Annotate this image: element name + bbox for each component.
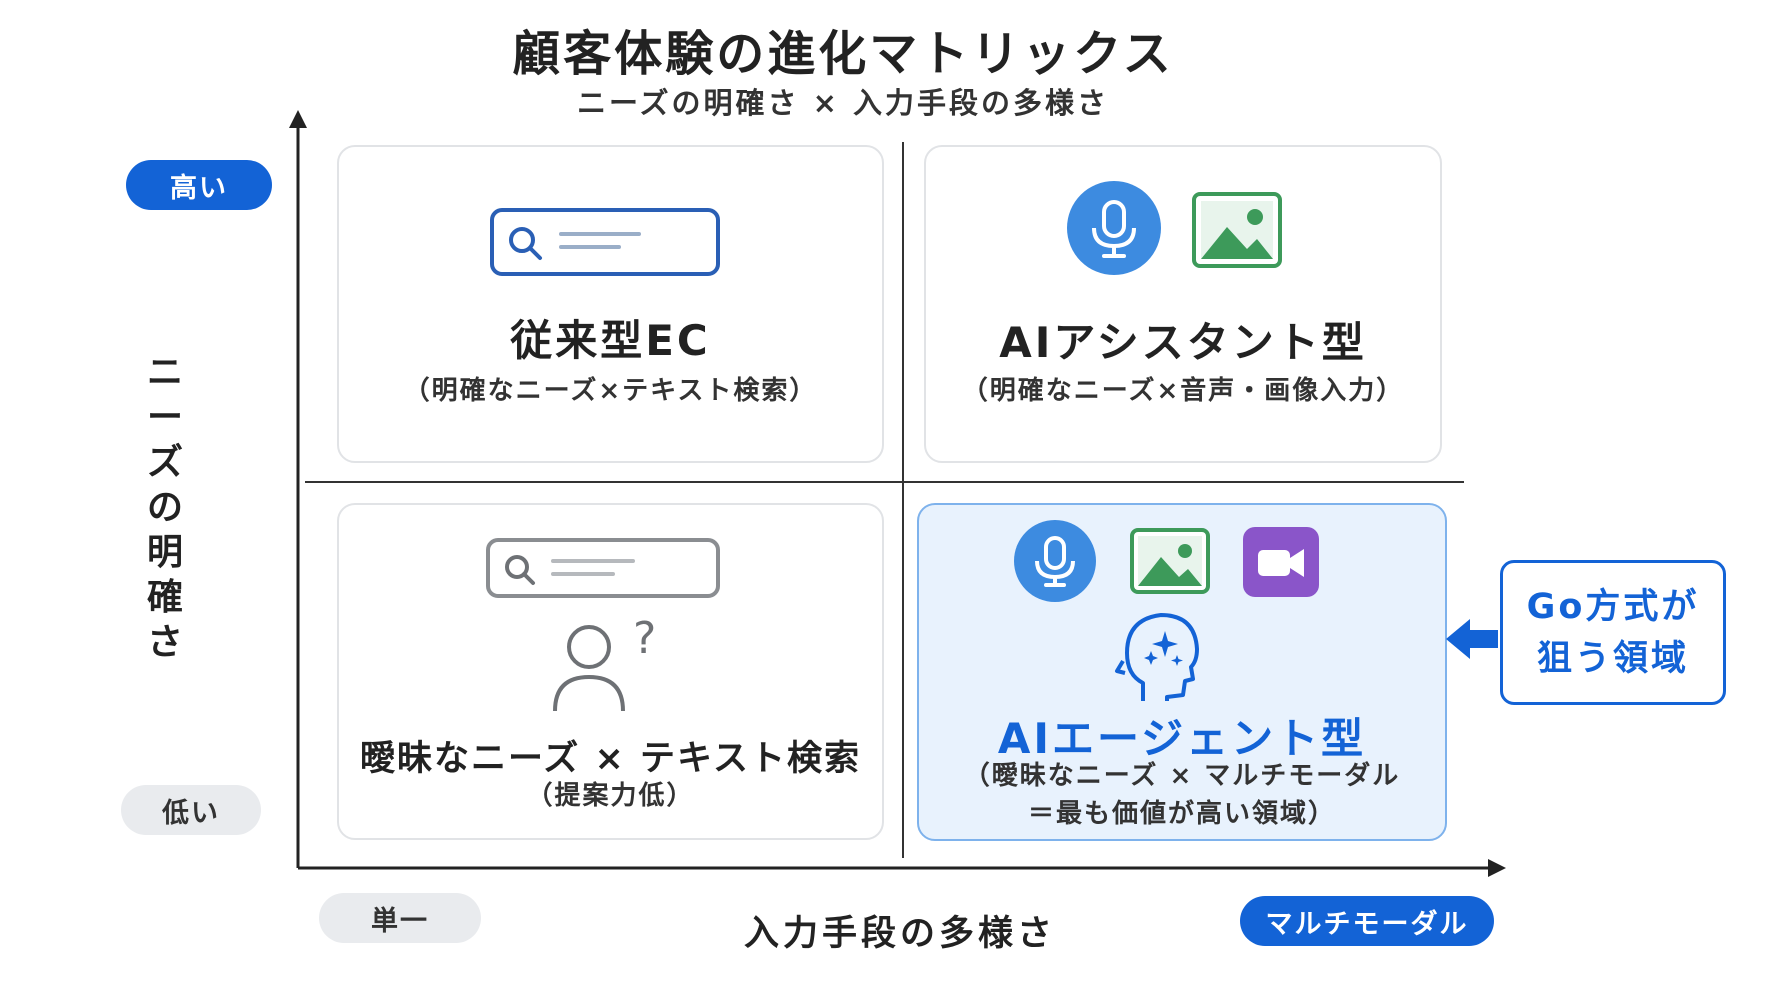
quadrant-description: （提案力低） — [526, 781, 695, 811]
page-title: 顧客体験の進化マトリックス — [512, 26, 1174, 82]
page-subtitle: ニーズの明確さ × 入力手段の多様さ — [576, 86, 1110, 120]
quadrant-title: AIエージェント型 — [997, 714, 1367, 763]
quadrant-description-line2: ＝最も価値が高い領域） — [1027, 799, 1336, 829]
search-bar-icon — [490, 208, 720, 276]
quadrant-description-line1: （曖昧なニーズ × マルチモーダル — [963, 761, 1401, 791]
search-bar-icon — [486, 538, 720, 598]
microphone-icon — [1014, 520, 1096, 602]
callout-line1: Go方式が — [1526, 586, 1700, 627]
y-axis-label-char: 明 — [146, 532, 183, 573]
y-axis-label-char: ー — [146, 397, 183, 438]
quadrant-description: （明確なニーズ×音声・画像入力） — [961, 376, 1405, 406]
x-axis-low-badge: 単一 — [319, 893, 481, 943]
callout-line2: 狙う領域 — [1536, 638, 1689, 679]
ai-head-icon — [1115, 613, 1199, 701]
quadrant-title: AIアシスタント型 — [999, 318, 1367, 367]
x-axis-label: 入力手段の多様さ — [743, 914, 1056, 954]
image-icon — [1192, 192, 1282, 268]
quadrant-description: （明確なニーズ×テキスト検索） — [403, 376, 818, 406]
x-axis-high-badge: マルチモーダル — [1240, 896, 1494, 946]
y-axis-low-badge: 低い — [121, 785, 261, 835]
arrow-left-icon — [1446, 619, 1498, 659]
quadrant-title: 曖昧なニーズ × テキスト検索 — [360, 739, 861, 779]
quadrant-ai-assistant: AIアシスタント型 （明確なニーズ×音声・画像入力） — [924, 145, 1442, 463]
y-axis-label-char: の — [146, 487, 183, 528]
quadrant-traditional-ec: 従来型EC （明確なニーズ×テキスト検索） — [337, 145, 884, 463]
y-axis-label-char: 確 — [146, 577, 183, 618]
y-axis-high-badge: 高い — [126, 160, 272, 210]
y-axis-label-char: ニ — [146, 352, 183, 393]
target-area-callout: Go方式が 狙う領域 — [1500, 560, 1726, 705]
image-icon — [1130, 528, 1210, 594]
quadrant-title: 従来型EC — [510, 316, 711, 365]
video-icon — [1243, 527, 1319, 597]
quadrant-ambiguous-text: ? 曖昧なニーズ × テキスト検索 （提案力低） — [337, 503, 884, 840]
microphone-icon — [1067, 181, 1161, 275]
person-question-icon: ? — [553, 615, 656, 712]
svg-text:?: ? — [633, 615, 656, 664]
y-axis-label: ニーズの明確さ — [140, 350, 190, 665]
y-axis-label-char: さ — [146, 622, 183, 663]
y-axis-label-char: ズ — [146, 442, 183, 483]
quadrant-ai-agent: AIエージェント型 （曖昧なニーズ × マルチモーダル ＝最も価値が高い領域） — [917, 503, 1447, 841]
